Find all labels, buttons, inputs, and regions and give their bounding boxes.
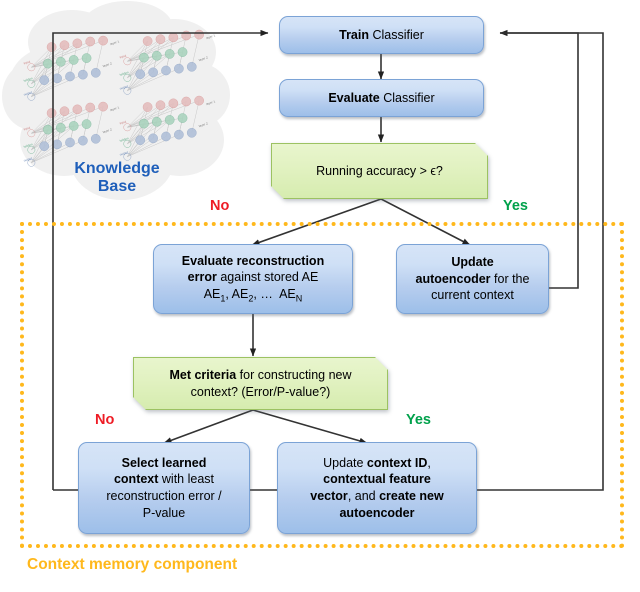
- svg-text:hidden: hidden: [23, 142, 33, 149]
- updctx-line3-mid: , and: [347, 489, 380, 503]
- node-met-criteria-decision[interactable]: Met criteria for constructing new contex…: [133, 357, 388, 410]
- node-met-criteria-text: Met criteria for constructing new contex…: [133, 357, 388, 410]
- svg-text:output: output: [23, 156, 33, 163]
- node-train-classifier[interactable]: Train Classifier: [279, 16, 484, 54]
- updctx-line4-bold: autoencoder: [339, 505, 415, 520]
- decision-shape: [133, 357, 388, 410]
- node-evaluate-classifier-bold: Evaluate: [328, 90, 380, 105]
- updctx-line3-bold: vector: [310, 489, 348, 503]
- recon-line2-bold: error: [187, 270, 217, 285]
- node-update-autoencoder-text: Update autoencoder for the current conte…: [416, 254, 530, 304]
- updctx-line2-bold: contextual feature: [323, 472, 431, 487]
- svg-text:hidden: hidden: [23, 76, 33, 83]
- node-train-classifier-bold: Train: [339, 27, 369, 42]
- updctx-line1-pre: Update: [323, 455, 367, 470]
- svg-text:input: input: [23, 126, 31, 132]
- edge-label-criteria-no: No: [95, 412, 115, 428]
- node-running-accuracy-text: Running accuracy > ϵ?: [316, 163, 443, 178]
- node-evaluate-classifier-rest: Classifier: [379, 90, 435, 105]
- svg-text:output: output: [23, 90, 33, 97]
- recon-line3: AE1, AE2, … AEN: [203, 286, 303, 304]
- updateae-line2-bold: autoencoder: [415, 271, 491, 286]
- updateae-line3: current context: [431, 288, 514, 303]
- node-evaluate-reconstruction-error[interactable]: Evaluate reconstruction error against st…: [153, 244, 353, 314]
- updateae-line1: Update: [451, 255, 494, 270]
- decision-shape: [271, 143, 488, 199]
- edge-label-accuracy-yes: Yes: [503, 198, 528, 214]
- recon-line2-rest: against stored AE: [216, 270, 319, 285]
- node-running-accuracy-decision[interactable]: Running accuracy > ϵ?: [271, 143, 488, 199]
- updctx-line1-bold: context ID: [366, 455, 428, 470]
- updctx-line3-bold2: create new: [379, 489, 444, 503]
- context-memory-region-label: Context memory component: [27, 556, 238, 573]
- select-line2-rest: with least: [158, 472, 215, 487]
- knowledge-base-label: Knowledge Base: [42, 160, 192, 196]
- node-evaluate-reconstruction-error-text: Evaluate reconstruction error against st…: [182, 253, 324, 306]
- select-line1: Select learned: [121, 455, 207, 470]
- node-select-learned-context[interactable]: Select learned context with least recons…: [78, 442, 250, 534]
- svg-text:input: input: [23, 60, 31, 66]
- wire-criteria-no: [163, 409, 254, 444]
- select-line3: reconstruction error /: [106, 489, 222, 503]
- updateae-line2-rest: for the: [490, 271, 530, 286]
- node-update-context-id-text: Update context ID, contextual feature ve…: [310, 455, 443, 522]
- node-select-learned-context-text: Select learned context with least recons…: [106, 455, 221, 522]
- node-update-context-id[interactable]: Update context ID, contextual feature ve…: [277, 442, 477, 534]
- updctx-line1-post: ,: [427, 455, 431, 470]
- edge-label-criteria-yes: Yes: [406, 412, 431, 428]
- wire-accuracy-yes: [380, 198, 471, 246]
- criteria-line1-bold: Met criteria: [169, 367, 237, 382]
- criteria-line1-rest: for constructing new: [236, 367, 352, 382]
- criteria-line2: context? (Error/P-value?): [190, 384, 331, 399]
- select-line2-bold: context: [113, 472, 159, 487]
- knowledge-base-label-line2: Base: [97, 177, 137, 195]
- recon-line1: Evaluate reconstruction: [181, 253, 325, 268]
- node-train-classifier-text: Train Classifier: [339, 27, 424, 44]
- knowledge-base-label-line1: Knowledge: [74, 160, 160, 177]
- node-update-autoencoder[interactable]: Update autoencoder for the current conte…: [396, 244, 549, 314]
- wire-criteria-yes: [252, 409, 368, 444]
- node-train-classifier-rest: Classifier: [369, 27, 424, 42]
- node-evaluate-classifier[interactable]: Evaluate Classifier: [279, 79, 484, 117]
- select-line4: P-value: [142, 505, 186, 520]
- wire-accuracy-no: [251, 198, 382, 246]
- edge-label-accuracy-no: No: [210, 198, 230, 214]
- node-evaluate-classifier-text: Evaluate Classifier: [328, 90, 434, 107]
